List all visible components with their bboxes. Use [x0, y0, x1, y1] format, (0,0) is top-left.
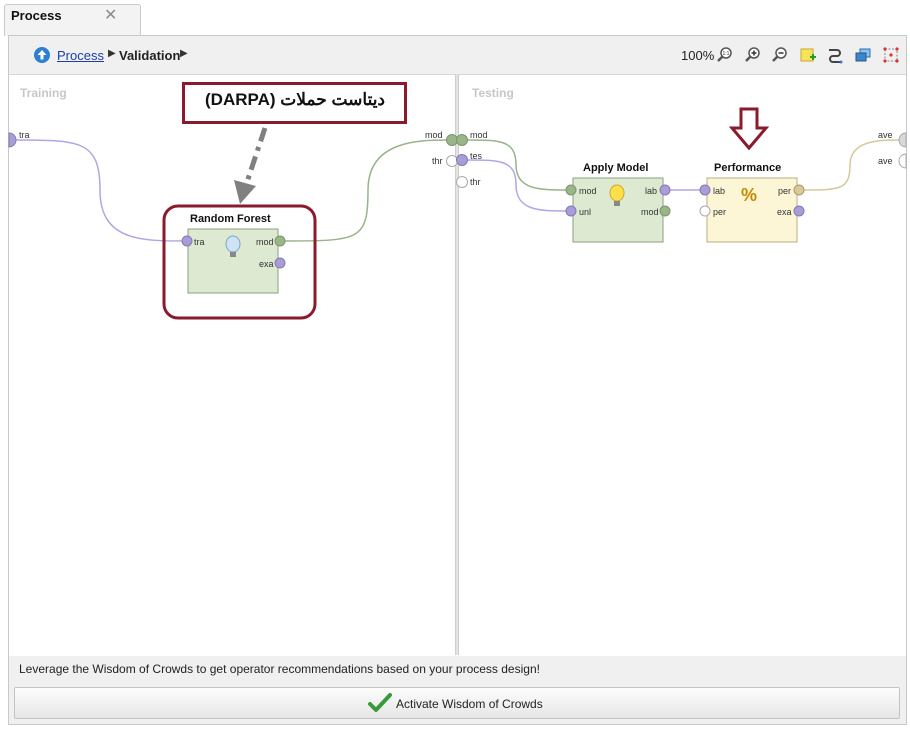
testing-output-label-ave-2: ave	[878, 156, 893, 166]
wire-training-to-random-forest	[12, 139, 184, 242]
testing-input-port-thr	[456, 176, 468, 188]
activate-wisdom-of-crowds-label: Activate Wisdom of Crowds	[396, 697, 543, 711]
apply-model-port-mod-out	[659, 205, 671, 217]
zoom-fit-icon[interactable]: 1:1	[716, 46, 734, 64]
training-label: Training	[20, 86, 67, 100]
random-forest-highlight	[162, 204, 317, 320]
random-forest-port-label-exa: exa	[259, 259, 274, 269]
training-output-port-mod	[446, 134, 458, 146]
apply-model-port-lab-out	[659, 184, 671, 196]
lightbulb-icon	[609, 184, 625, 206]
process-tab[interactable]	[4, 4, 141, 36]
random-forest-title: Random Forest	[190, 213, 271, 225]
wire-mod-to-apply-model	[466, 139, 569, 191]
testing-input-label-mod: mod	[470, 130, 488, 140]
zoom-level: 100%	[681, 48, 715, 63]
random-forest-port-exa	[274, 257, 286, 269]
lightbulb-icon	[225, 235, 241, 257]
annotation-pointer-line	[243, 127, 268, 186]
down-arrow-icon	[728, 107, 770, 151]
apply-model-port-label-mod: mod	[579, 186, 597, 196]
apply-model-port-label-lab: lab	[645, 186, 658, 196]
apply-model-title: Apply Model	[583, 162, 649, 174]
training-input-port	[8, 132, 17, 148]
breadcrumb-arrow-icon: ▶	[108, 48, 116, 59]
performance-port-lab	[699, 184, 711, 196]
apply-model-port-unl	[565, 205, 577, 217]
percent-icon: %	[741, 185, 758, 205]
performance-port-per-in	[699, 205, 711, 217]
testing-input-label-thr: thr	[470, 177, 481, 187]
wire-tes-to-apply-model	[466, 159, 569, 212]
close-icon[interactable]: ✕	[104, 7, 118, 24]
apply-model-port-label-unl: unl	[579, 207, 592, 217]
add-note-icon[interactable]	[799, 46, 817, 64]
random-forest-port-tra	[181, 235, 193, 247]
auto-wire-icon[interactable]	[826, 46, 844, 64]
testing-label: Testing	[472, 86, 514, 100]
training-input-label-tra: tra	[19, 130, 30, 140]
training-output-label-thr: thr	[432, 156, 443, 166]
training-output-port-thr	[446, 155, 458, 167]
process-tab-label: Process	[11, 8, 62, 23]
performance-port-label-per: per	[713, 207, 727, 217]
breadcrumb-process-link[interactable]: Process	[57, 48, 104, 63]
layout-grid-icon[interactable]	[882, 46, 900, 64]
training-output-label-mod: mod	[425, 130, 443, 140]
testing-output-port-ave-1	[898, 132, 907, 148]
checkmark-icon	[368, 692, 392, 719]
annotation-pointer-arrowhead	[234, 180, 256, 204]
apply-model-port-mod	[565, 184, 577, 196]
breadcrumb-arrow-icon[interactable]: ▶	[180, 48, 188, 59]
zoom-out-icon[interactable]	[771, 46, 789, 64]
breadcrumb-current: Validation	[119, 48, 181, 63]
performance-port-per-out	[793, 184, 805, 196]
wire-performance-to-ave	[800, 139, 901, 191]
arrange-operators-icon[interactable]	[854, 46, 872, 64]
svg-text:1:1: 1:1	[723, 51, 730, 57]
testing-input-label-tes: tes	[470, 151, 483, 161]
activate-wisdom-of-crowds-button[interactable]	[14, 687, 900, 719]
apply-model-port-label-mod-out: mod	[641, 207, 659, 217]
random-forest-port-mod	[274, 235, 286, 247]
testing-output-label-ave-1: ave	[878, 130, 893, 140]
performance-title: Performance	[714, 162, 782, 174]
annotation-box	[182, 82, 407, 124]
testing-output-port-ave-2	[898, 153, 907, 169]
random-forest-port-label-mod: mod	[256, 237, 274, 247]
navigate-up-icon[interactable]	[34, 47, 50, 63]
testing-input-port-tes	[456, 154, 468, 166]
testing-input-port-mod	[456, 134, 468, 146]
wire-random-forest-to-model-output	[284, 139, 450, 242]
performance-port-label-exa: exa	[777, 207, 792, 217]
subprocess-divider[interactable]	[455, 74, 459, 655]
random-forest-port-label-tra: tra	[194, 237, 205, 247]
performance-operator	[706, 177, 798, 243]
performance-port-exa	[793, 205, 805, 217]
performance-port-label-lab: lab	[713, 186, 726, 196]
annotation-text: ديتاست حملات (DARPA)	[205, 90, 385, 109]
zoom-in-icon[interactable]	[744, 46, 762, 64]
performance-port-label-per-out: per	[778, 186, 792, 196]
wisdom-of-crowds-hint: Leverage the Wisdom of Crowds to get ope…	[19, 662, 540, 676]
